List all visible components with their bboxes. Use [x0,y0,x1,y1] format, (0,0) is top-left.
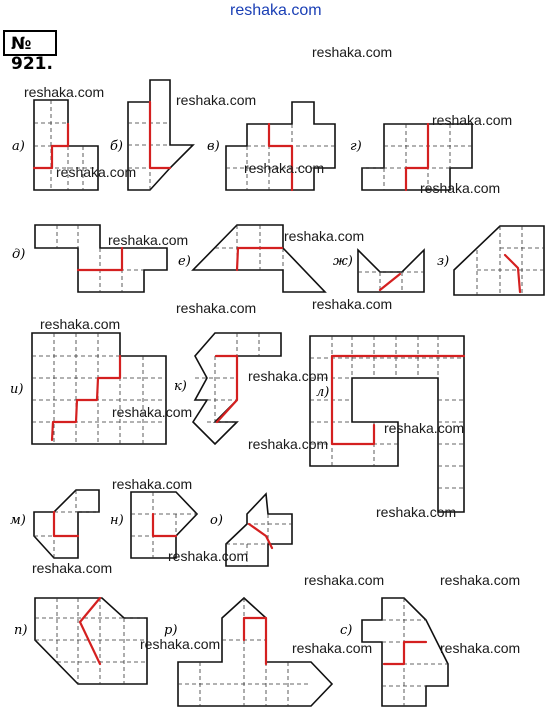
watermark: reshaka.com [24,84,105,100]
cut-line-s [382,640,428,666]
figure-v: в) [207,101,336,192]
watermark: reshaka.com [40,316,121,332]
label-p: п) [14,623,27,638]
watermark: reshaka.com [312,44,393,60]
figure-i: и) [10,332,167,445]
label-z: з) [437,254,449,269]
watermark: reshaka.com [376,504,457,520]
watermark: reshaka.com [420,180,501,196]
watermark: reshaka.com [432,112,513,128]
watermark: reshaka.com [248,436,329,452]
label-a: а) [12,139,25,154]
watermark: reshaka.com [168,548,249,564]
label-b: б) [110,139,123,154]
figure-k: к) [174,332,282,446]
cut-line-o [247,522,274,550]
cut-line-n [151,512,178,538]
watermark: reshaka.com [112,404,193,420]
figure-s: с) [340,597,449,707]
cut-line-p [78,596,102,666]
figure-g: г) [350,122,473,192]
figure-a: а) [12,99,99,191]
figure-o: о) [210,492,293,567]
figure-n: н) [110,491,199,559]
figure-z: з) [437,225,545,296]
cut-line-e [235,246,284,272]
label-o: о) [210,513,223,528]
watermark: reshaka.com [176,92,257,108]
watermark: reshaka.com [312,296,393,312]
label-n: н) [110,513,124,528]
watermark: reshaka.com [440,640,521,656]
cut-line-d [76,246,124,272]
watermark: reshaka.com [56,164,137,180]
cut-line-g [404,122,430,192]
cut-line-z [503,253,522,294]
watermark: reshaka.com [304,572,385,588]
label-v: в) [207,139,220,154]
figure-d: д) [12,224,168,293]
label-g: г) [350,139,362,154]
watermark: reshaka.com [108,232,189,248]
label-l: л) [316,385,329,400]
label-k: к) [174,379,187,394]
figure-b: б) [110,79,195,191]
cut-line-m [52,510,80,538]
site-header-link[interactable]: reshaka.com [230,2,322,19]
cut-line-r [242,616,268,666]
figure-p: п) [14,596,148,685]
cut-line-a [32,122,70,170]
watermark: reshaka.com [284,228,365,244]
problem-number: № 921. [11,34,53,74]
watermark: reshaka.com [112,476,193,492]
watermark: reshaka.com [440,572,521,588]
label-m: м) [10,513,26,528]
watermark: reshaka.com [176,300,257,316]
label-s: с) [340,623,352,638]
label-r: р) [164,623,177,638]
cut-line-zh [378,272,402,292]
watermark: reshaka.com [140,636,221,652]
label-i: и) [10,382,23,397]
label-zh: ж) [333,254,353,269]
watermark: reshaka.com [32,560,113,576]
figure-r: р) [164,596,334,707]
figure-e: е) [178,224,327,293]
cut-line-k [214,354,239,424]
figure-l: л) [309,335,466,513]
cut-line-v [267,122,294,192]
label-d: д) [12,247,25,262]
problem-number-box: № 921. [3,30,57,74]
figure-m: м) [10,489,100,559]
watermark: reshaka.com [244,160,325,176]
figure-zh: ж) [333,248,425,293]
watermark: reshaka.com [292,640,373,656]
watermark: reshaka.com [384,420,465,436]
cut-line-i [50,354,122,442]
cut-line-l [330,354,466,446]
watermark: reshaka.com [248,368,329,384]
label-e: е) [178,254,191,269]
cut-line-b [148,100,172,170]
